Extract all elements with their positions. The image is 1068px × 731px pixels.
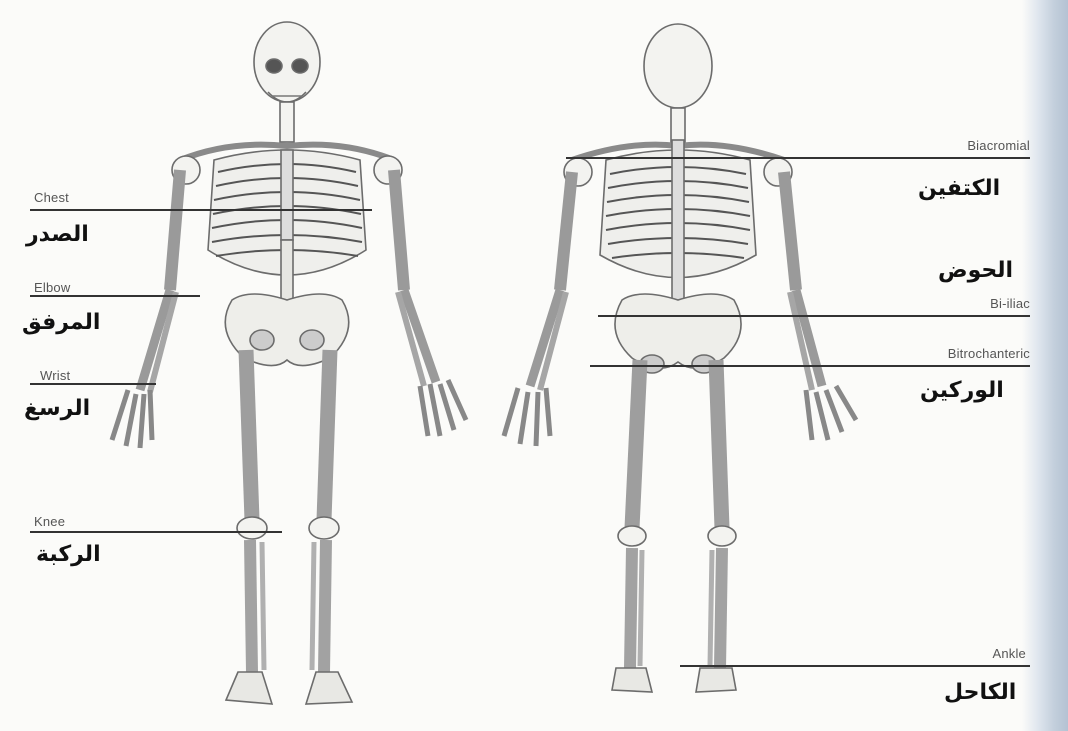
bitrochanteric-label-en: Bitrochanteric bbox=[860, 346, 1030, 361]
knee-label-en: Knee bbox=[34, 514, 65, 529]
biiliac-label-en: Bi-iliac bbox=[900, 296, 1030, 311]
front-skull bbox=[254, 22, 320, 102]
elbow-label-ar: المرفق bbox=[22, 310, 100, 335]
chest-label-ar: الصدر bbox=[26, 222, 89, 247]
pelvis-label-ar: الحوض bbox=[938, 258, 1013, 283]
knee-label-ar: الركبة bbox=[36, 542, 101, 567]
ankle-label-ar: الكاحل bbox=[944, 680, 1016, 705]
front-skeleton bbox=[112, 22, 466, 704]
ankle-label-en: Ankle bbox=[900, 646, 1026, 661]
wrist-label-ar: الرسغ bbox=[24, 396, 90, 421]
wrist-label-en: Wrist bbox=[40, 368, 70, 383]
elbow-label-en: Elbow bbox=[34, 280, 70, 295]
biacromial-label-ar: الكتفين bbox=[918, 176, 1000, 201]
biacromial-label-en: Biacromial bbox=[900, 138, 1030, 153]
back-skull bbox=[644, 24, 712, 108]
back-skeleton bbox=[504, 24, 856, 692]
chest-label-en: Chest bbox=[34, 190, 69, 205]
front-cervical-spine bbox=[280, 102, 294, 142]
bitrochanteric-label-ar: الوركين bbox=[920, 378, 1004, 403]
